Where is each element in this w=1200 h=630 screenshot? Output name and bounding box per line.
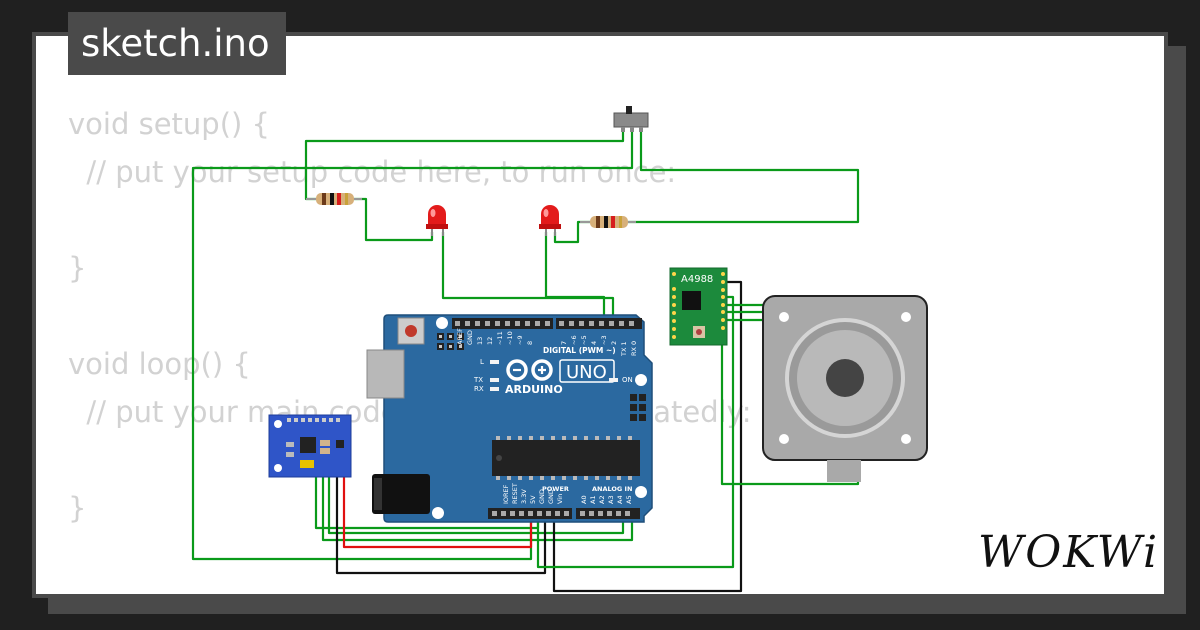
pin-label: 13 xyxy=(476,337,484,345)
pin-label: 2 xyxy=(610,341,618,345)
pin-label: ~3 xyxy=(600,335,608,345)
pin-label: ~11 xyxy=(496,331,504,345)
pin-label: GND xyxy=(538,489,546,504)
pin-label: RX 0 xyxy=(630,341,638,356)
pin-label: A5 xyxy=(625,495,633,504)
slide-switch[interactable] xyxy=(613,106,649,132)
wire[interactable] xyxy=(335,432,547,575)
code-line: void setup() { xyxy=(68,107,270,141)
power-label: POWER xyxy=(542,485,569,493)
analog-label: ANALOG IN xyxy=(592,485,632,493)
pin-label: TX 1 xyxy=(620,341,628,357)
led-label: L xyxy=(480,358,484,366)
pin-label: A4 xyxy=(616,495,624,504)
led-label: RX xyxy=(474,385,484,393)
pin-label: 8 xyxy=(526,341,534,345)
board-brand: ARDUINO xyxy=(505,383,563,396)
code-line: } xyxy=(68,491,87,525)
pin-label: 4 xyxy=(590,341,598,345)
pin-label: GND xyxy=(547,489,555,504)
pin-label: ~5 xyxy=(580,335,588,345)
power-jack xyxy=(372,474,430,514)
wire[interactable] xyxy=(544,232,606,322)
wire[interactable] xyxy=(354,197,434,242)
wire[interactable] xyxy=(321,432,634,542)
usb-port xyxy=(366,349,405,399)
wire[interactable] xyxy=(441,232,615,322)
wire[interactable] xyxy=(191,130,634,561)
code-line: } xyxy=(68,251,87,285)
pin-label: A2 xyxy=(598,495,606,504)
pin-label: ~10 xyxy=(506,331,514,345)
wire[interactable] xyxy=(327,432,625,535)
resistor[interactable] xyxy=(306,193,362,205)
board-leds xyxy=(490,360,618,391)
digital-header xyxy=(452,318,553,329)
pin-label: ~9 xyxy=(516,335,524,345)
pin-label: IOREF xyxy=(502,484,510,504)
pin-label: 3.3V xyxy=(520,489,528,504)
code-line: void loop() { xyxy=(68,347,251,381)
board-model: UNO xyxy=(566,362,607,383)
wire[interactable] xyxy=(536,295,735,569)
mpu6050-sensor[interactable] xyxy=(268,414,352,478)
pin-label: 7 xyxy=(560,341,568,345)
wire[interactable] xyxy=(304,130,625,201)
pin-label: A3 xyxy=(607,495,615,504)
led-red[interactable] xyxy=(426,205,448,236)
pin-label: Vin xyxy=(556,494,564,504)
driver-label: A4988 xyxy=(681,274,713,285)
code-line: // put your setup code here, to run once… xyxy=(68,155,677,189)
led-red[interactable] xyxy=(539,205,561,236)
pin-label: 5V xyxy=(529,495,537,504)
pin-label: ~6 xyxy=(570,335,578,345)
digital-label: DIGITAL (PWM ~) xyxy=(543,346,616,355)
arduino-infinity-icon xyxy=(506,359,553,381)
file-tab[interactable]: sketch.ino xyxy=(68,12,286,75)
pin-label: GND xyxy=(466,330,474,345)
pin-label: RESET xyxy=(511,483,519,504)
arduino-uno-board[interactable]: AREF GND 13 12 ~11 ~10 ~9 8 7 ~6 ~5 4 ~3… xyxy=(366,314,653,523)
wokwi-logo: WOKWi xyxy=(978,527,1159,578)
pin-label: AREF xyxy=(456,328,464,345)
a4988-driver[interactable]: A4988 xyxy=(669,267,728,346)
wire[interactable] xyxy=(628,130,860,224)
wire[interactable] xyxy=(342,432,533,549)
pin-label: A0 xyxy=(580,495,588,504)
pin-label: 12 xyxy=(486,337,494,345)
pin-label: A1 xyxy=(589,495,597,504)
resistor[interactable] xyxy=(580,216,636,228)
led-label: TX xyxy=(473,376,483,384)
led-label: ON xyxy=(622,376,633,384)
atmega-chip xyxy=(492,440,640,476)
stepper-motor[interactable] xyxy=(762,295,928,482)
